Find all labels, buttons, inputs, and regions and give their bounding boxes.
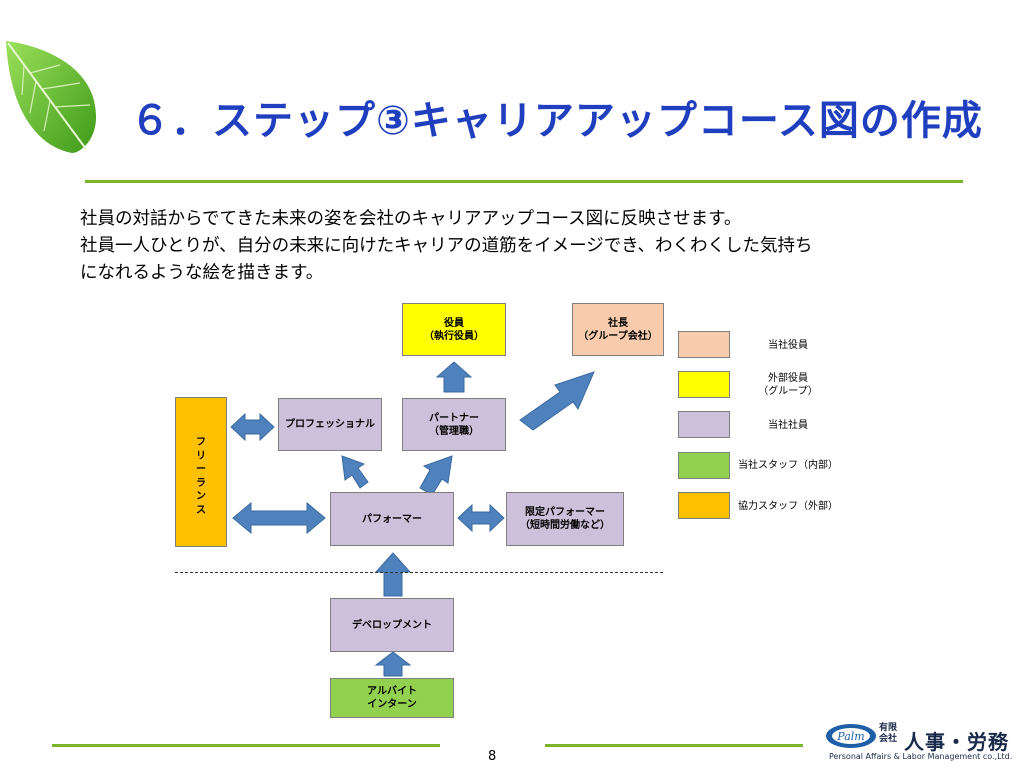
node-limited-performer: 限定パフォーマー （短時間労働など）: [506, 492, 624, 546]
footer-line-left: [52, 744, 440, 747]
arrow-freelance-performer: [232, 501, 326, 535]
node-partner: パートナー （管理職）: [402, 398, 506, 451]
arrow-partner-to-officer: [435, 361, 473, 393]
node-performer: パフォーマー: [330, 492, 454, 546]
legend-swatch-external-officer: [678, 371, 730, 398]
arrow-freelance-professional: [230, 412, 275, 442]
palm-logo-icon: Palm: [826, 724, 876, 748]
title-divider: [85, 180, 963, 183]
logo-badge-text: Palm: [836, 730, 864, 743]
logo-subtitle: Personal Affairs & Labor Management co.,…: [829, 752, 1013, 761]
legend-label-employee: 当社社員: [768, 420, 808, 431]
legend-label-officer: 当社役員: [768, 340, 808, 351]
node-development: デベロップメント: [330, 598, 454, 652]
node-freelance: フ リ ー ラ ン ス: [175, 397, 227, 547]
arrow-performer-limited: [457, 503, 505, 533]
legend-label-external-officer: 外部役員 （グループ）: [758, 373, 818, 397]
node-president: 社長 （グループ会社）: [572, 303, 664, 356]
legend-label-external-staff: 協力スタッフ（外部）: [738, 501, 838, 512]
arrow-performer-to-professional: [341, 455, 369, 489]
footer-line-right: [545, 744, 803, 747]
leaf-icon: [6, 41, 97, 153]
legend-swatch-external-staff: [678, 492, 730, 519]
arrow-parttime-to-development: [374, 651, 412, 677]
logo-company-type: 有限 会社: [879, 723, 898, 744]
legend-swatch-internal-staff: [678, 452, 730, 479]
freelance-label: フ リ ー ラ ン ス: [196, 437, 206, 516]
intro-text: 社員の対話からでてきた未来の姿を会社のキャリアアップコース図に反映させます。 社…: [80, 209, 813, 283]
node-officer: 役員 （執行役員）: [402, 303, 506, 356]
legend-label-internal-staff: 当社スタッフ（内部）: [738, 460, 838, 471]
node-professional: プロフェッショナル: [278, 398, 382, 451]
legend-swatch-officer: [678, 331, 730, 358]
dashed-divider: [175, 572, 663, 573]
arrow-performer-to-partner: [419, 455, 453, 496]
legend-swatch-employee: [678, 411, 730, 438]
page-number: 8: [488, 749, 497, 764]
node-parttime: アルバイト インターン: [330, 678, 454, 718]
arrow-partner-to-president: [519, 371, 595, 431]
arrow-development-to-performer: [374, 552, 412, 597]
logo-name: 人事・労務: [904, 730, 1009, 754]
page-title: ６．ステップ③キャリアアップコース図の作成: [130, 98, 983, 144]
